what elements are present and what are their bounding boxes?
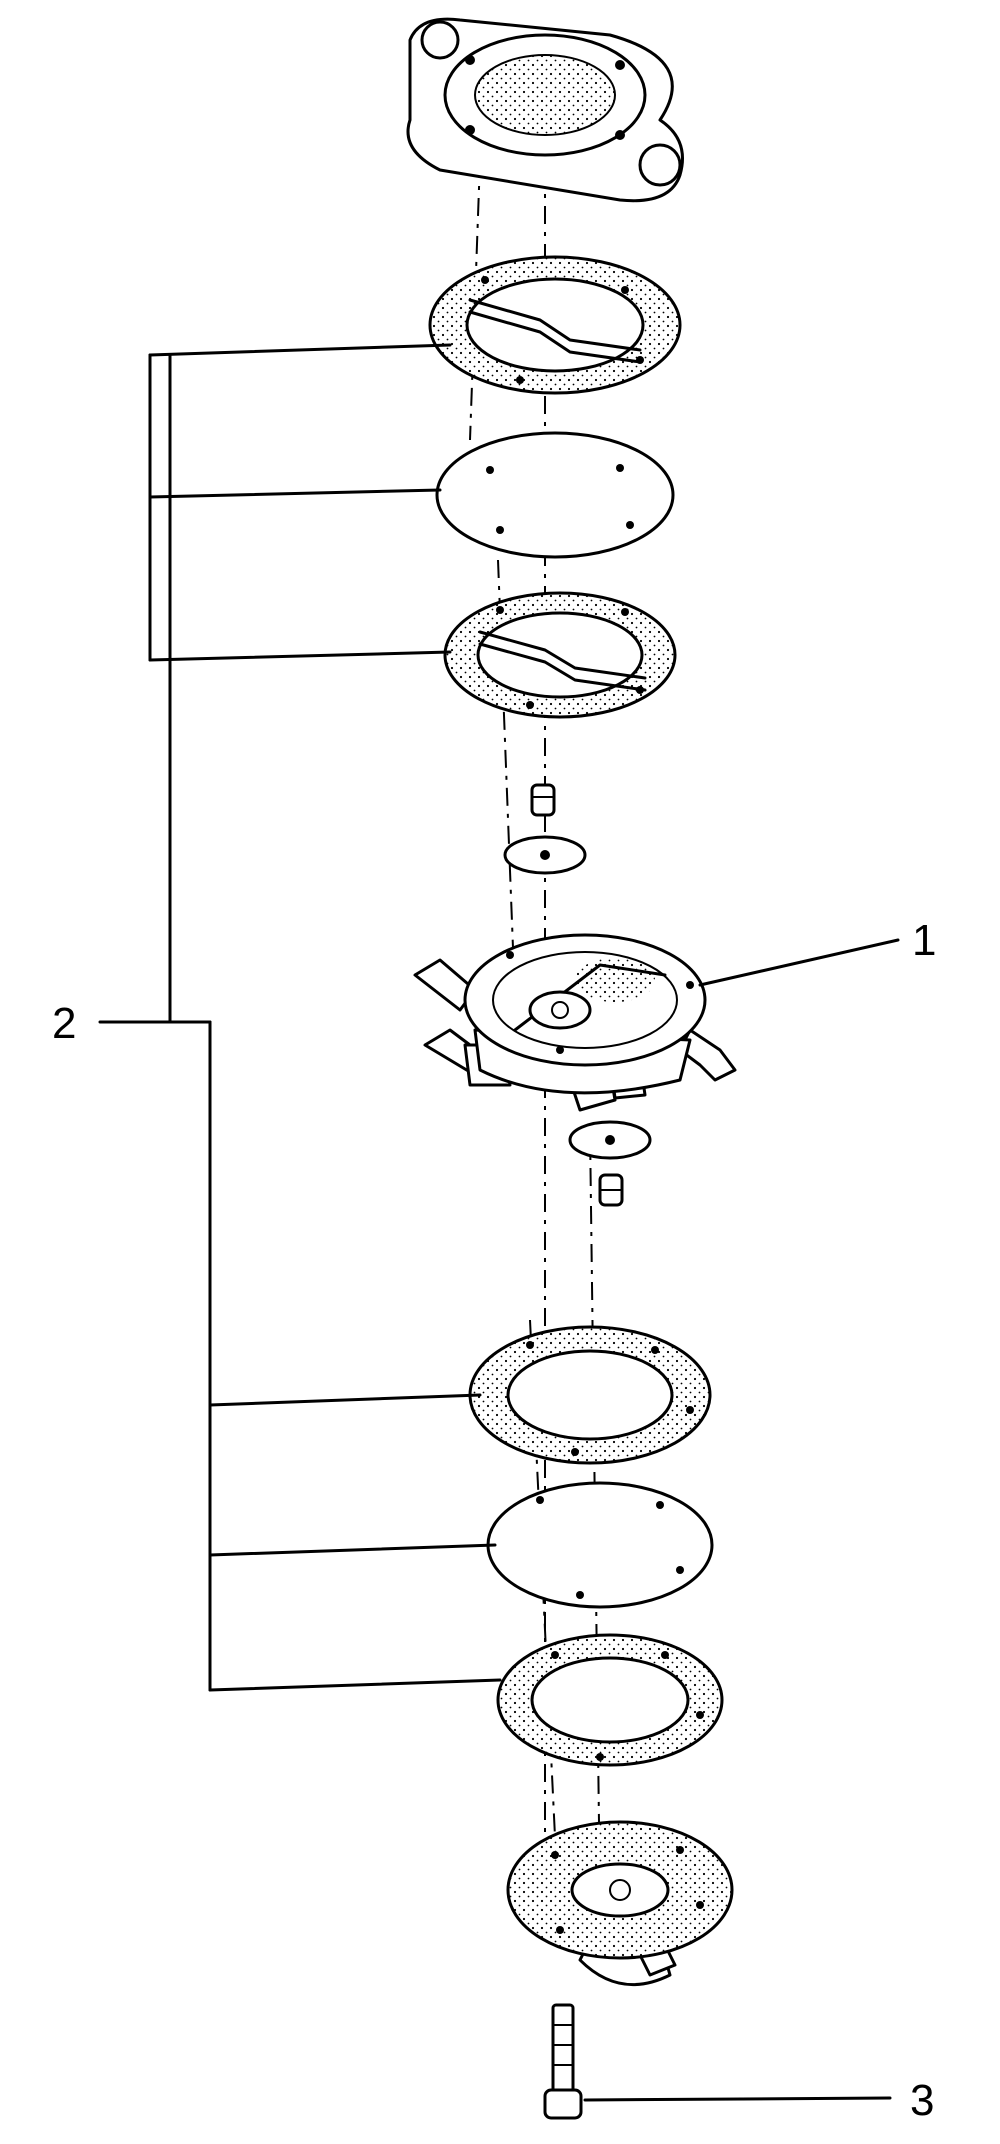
pump-body — [413, 933, 737, 1112]
diaphragm-lower — [486, 1481, 714, 1609]
callout-2-label: 2 — [52, 999, 76, 1048]
gasket-lower-2 — [496, 1633, 724, 1767]
leader-lines — [98, 343, 900, 2102]
bottom-cover — [506, 1820, 734, 1987]
gasket-lower-1 — [468, 1325, 712, 1465]
valve-fitting-upper — [503, 783, 587, 875]
gasket-upper-1 — [428, 255, 682, 395]
gasket-upper-2 — [443, 591, 677, 719]
mounting-bolt — [543, 2003, 583, 2120]
diaphragm-upper — [435, 431, 675, 559]
top-cover — [406, 17, 684, 203]
callout-3-label: 3 — [910, 2076, 934, 2125]
valve-fitting-lower — [568, 1120, 652, 1207]
callout-1-label: 1 — [912, 916, 936, 965]
